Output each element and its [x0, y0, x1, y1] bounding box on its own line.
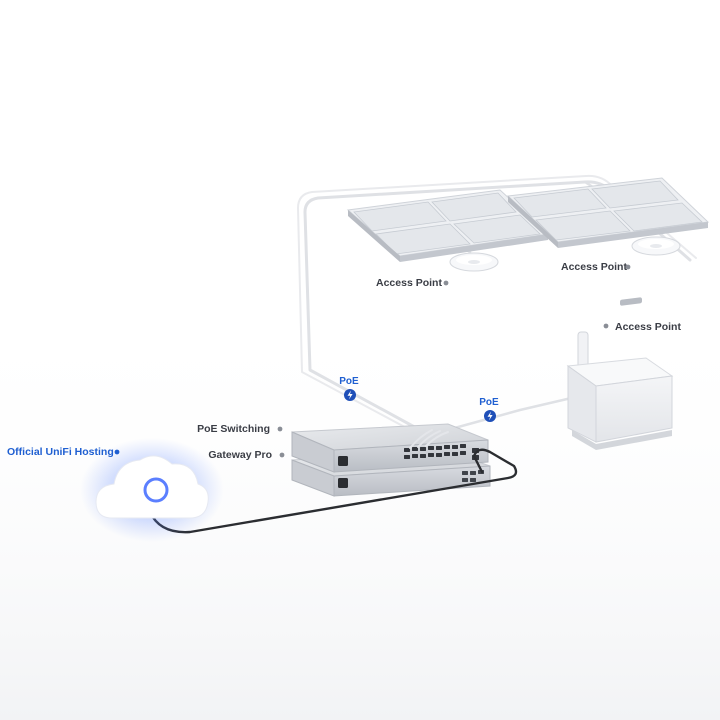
poe-badge-right: PoE: [479, 397, 499, 422]
switch-logo-plate: [338, 456, 348, 466]
label-poe-switching: PoE Switching: [197, 423, 270, 435]
ceiling-access-point-left: [449, 252, 499, 272]
poe-badge-right-label: PoE: [479, 397, 499, 408]
ceiling-access-point-right: [631, 236, 681, 256]
callout-ap-outdoor: Access Point: [603, 321, 681, 333]
label-official-unifi-hosting: Official UniFi Hosting: [7, 446, 114, 458]
callout-dot-cloud: [114, 449, 120, 455]
label-access-point-left: Access Point: [376, 277, 442, 289]
callout-poe-switching: PoE Switching: [197, 423, 283, 435]
poe-switch-device: [291, 423, 489, 473]
ceiling-grid-left: [346, 189, 550, 262]
switch-patch-cables: [409, 429, 449, 449]
unifi-cloud: [80, 438, 224, 542]
label-gateway-pro: Gateway Pro: [208, 449, 272, 461]
callout-ap-ceiling-left: Access Point: [376, 277, 449, 289]
callout-dot-switch: [277, 426, 283, 432]
callout-dot-ap-right: [625, 264, 631, 270]
ceiling-grid-right: [506, 177, 710, 248]
cloud-ring-center: [149, 483, 163, 497]
poe-badge-left: PoE: [339, 376, 359, 401]
outdoor-ap-antenna: [577, 331, 589, 369]
callout-dot-ap-outdoor: [603, 323, 609, 329]
callout-cloud: Official UniFi Hosting: [7, 446, 120, 458]
callout-dot-ap-left: [443, 280, 449, 286]
outdoor-ap-slot: [620, 297, 642, 306]
callout-gateway: Gateway Pro: [208, 449, 285, 461]
label-access-point-right: Access Point: [561, 261, 627, 273]
cable-ceiling-run-inner: [297, 174, 697, 433]
cloud-ring-icon: [143, 477, 169, 503]
callout-dot-gateway: [279, 452, 285, 458]
label-access-point-outdoor: Access Point: [615, 321, 681, 333]
outdoor-access-point: [566, 297, 674, 450]
gateway-logo-plate: [338, 478, 348, 488]
poe-badge-left-label: PoE: [339, 376, 359, 387]
callout-ap-ceiling-right: Access Point: [561, 261, 631, 273]
